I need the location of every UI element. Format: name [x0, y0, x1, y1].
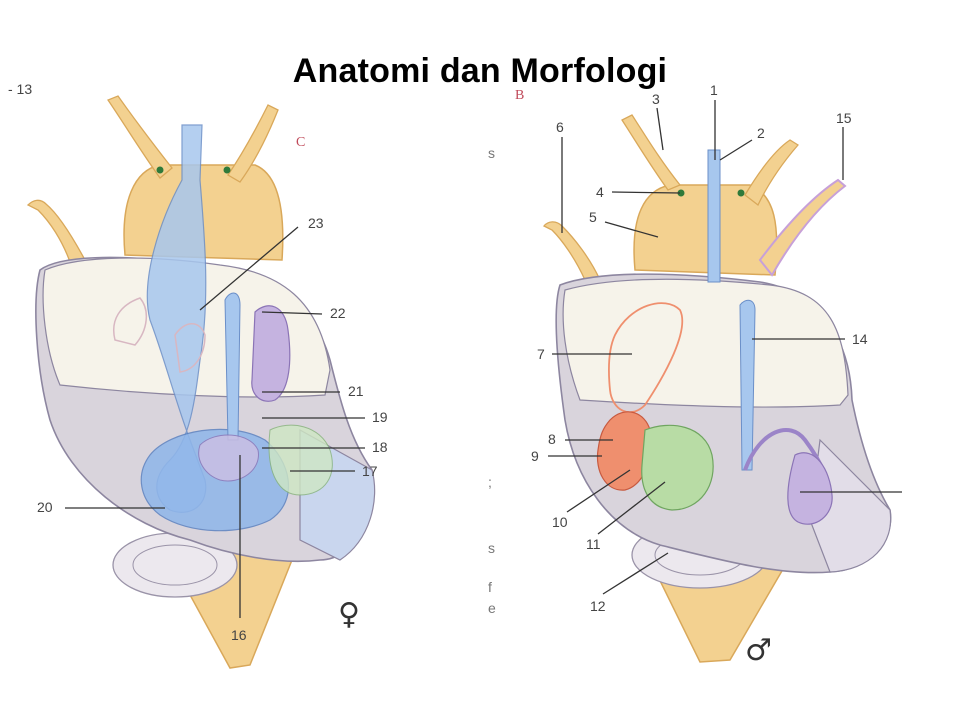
left-tentacle-right — [227, 104, 279, 183]
fragment-3: s — [488, 540, 495, 556]
label-17: 17 — [362, 463, 378, 479]
fragment-5: e — [488, 600, 496, 616]
left-green-gland — [268, 424, 333, 496]
label-16: 16 — [231, 627, 247, 643]
leader-10 — [566, 469, 631, 513]
label-14: 14 — [852, 331, 868, 347]
right-blue-duct — [707, 149, 721, 283]
leader-3 — [656, 107, 664, 151]
left-purple-gland — [251, 305, 291, 402]
figure-letter-c: C — [296, 135, 305, 150]
page-fragments: s ; s f e — [488, 145, 496, 616]
label-5: 5 — [589, 209, 597, 225]
right-left-tentacle — [542, 221, 602, 281]
left-ovotestis — [198, 434, 259, 482]
label-9: 9 — [531, 448, 539, 464]
right-mantle — [562, 278, 849, 408]
fragment-1: s — [488, 145, 495, 161]
male-symbol: ♂ — [745, 633, 772, 668]
left-eye-1 — [156, 166, 164, 174]
right-blue-vas — [739, 299, 756, 471]
leader-5 — [604, 221, 659, 238]
leader-12 — [602, 552, 669, 595]
leader-11 — [597, 481, 666, 535]
label-22: 22 — [330, 305, 346, 321]
label-21: 21 — [348, 383, 364, 399]
label-4: 4 — [596, 184, 604, 200]
label-12: 12 — [590, 598, 606, 614]
label-15: 15 — [836, 110, 852, 126]
leader-4 — [611, 191, 681, 194]
left-penis-tentacle — [26, 199, 87, 263]
leader-22 — [261, 311, 323, 315]
label-23: 23 — [308, 215, 324, 231]
right-eye-2 — [737, 189, 745, 197]
right-eye-1 — [677, 189, 685, 197]
label-11: 11 — [586, 536, 601, 552]
label-10: 10 — [552, 514, 568, 530]
right-purple-gland — [787, 452, 833, 525]
female-symbol: ♀ — [338, 597, 360, 632]
right-tentacle-left — [621, 114, 682, 191]
left-blue-vas — [224, 292, 241, 441]
label-19: 19 — [372, 409, 388, 425]
fragment-4: f — [488, 579, 492, 595]
label-18: 18 — [372, 439, 388, 455]
right-orange-gill — [607, 302, 684, 414]
leader-lines — [65, 100, 902, 618]
leader-23 — [199, 226, 299, 311]
right-labels: 1 2 3 4 5 6 7 8 9 10 11 12 14 15 — [531, 82, 868, 614]
left-labels: 23 22 21 19 18 17 20 16 — [37, 215, 388, 643]
label-3: 3 — [652, 91, 660, 107]
fragment-2: ; — [488, 474, 492, 490]
slide-title: Anatomi dan Morfologi — [292, 52, 668, 90]
corner-label: - 13 — [8, 81, 32, 97]
left-eye-2 — [223, 166, 231, 174]
label-2: 2 — [757, 125, 765, 141]
figure-letter-b: B — [515, 88, 524, 103]
left-gill-a — [113, 297, 147, 346]
left-snail-figure — [26, 95, 376, 669]
left-operculum-ring — [132, 544, 218, 586]
label-7: 7 — [537, 346, 545, 362]
label-6: 6 — [556, 119, 564, 135]
leader-2 — [719, 139, 753, 161]
right-spire — [809, 438, 892, 573]
right-green-gland — [641, 424, 714, 511]
label-8: 8 — [548, 431, 556, 447]
left-tentacle-left — [107, 95, 173, 179]
right-snail-figure — [542, 114, 892, 663]
left-gill-b — [174, 323, 206, 373]
label-20: 20 — [37, 499, 53, 515]
right-penis-sheath — [758, 178, 847, 277]
label-1: 1 — [710, 82, 718, 98]
right-tentacle-right — [744, 139, 799, 207]
